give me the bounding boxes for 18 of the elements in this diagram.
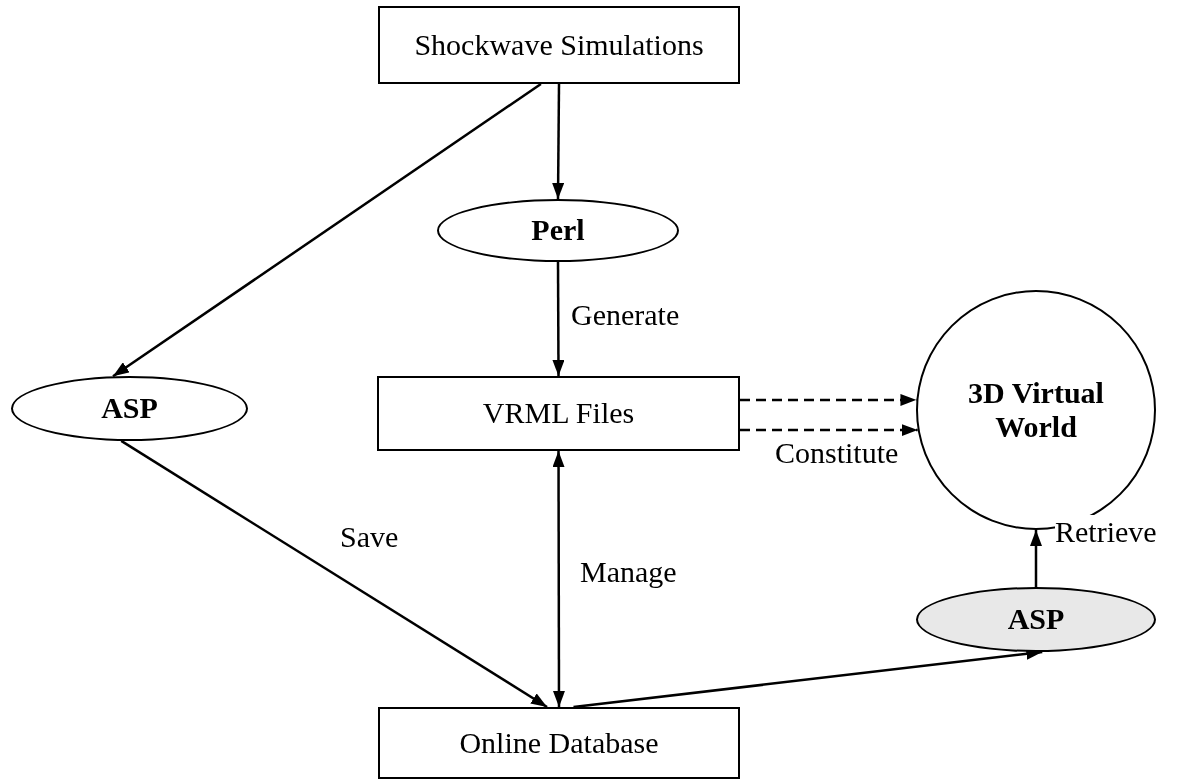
process-box (377, 376, 740, 451)
arrow (112, 82, 542, 378)
arrow (120, 439, 548, 709)
node-text: Perl (531, 213, 585, 248)
process-box (378, 707, 740, 779)
node-text: ASP (101, 391, 158, 426)
node-text: ASP (1007, 602, 1065, 637)
process-box (378, 6, 740, 84)
node-text: VRML Files (482, 396, 635, 431)
node-text: Shockwave Simulations (414, 27, 704, 63)
node-text: 3D Virtual World (967, 375, 1105, 445)
arrow (552, 84, 565, 199)
dashed-arrow (740, 424, 918, 436)
arrow (552, 262, 565, 376)
dashed-arrow (740, 393, 917, 406)
node-text: Online Database (459, 725, 659, 761)
arrow (1030, 530, 1042, 587)
arrow (552, 451, 565, 707)
